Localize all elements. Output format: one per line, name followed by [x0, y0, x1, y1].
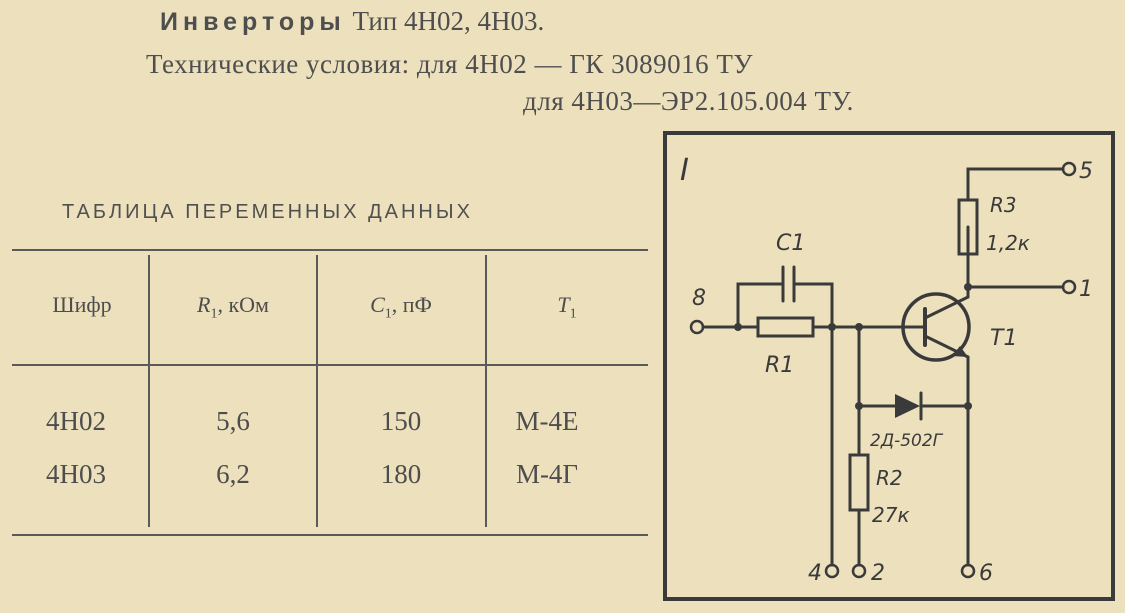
- junction-dot: [828, 323, 836, 331]
- pin-5-terminal: [1061, 161, 1077, 177]
- pin-2-terminal: [851, 563, 867, 579]
- resistor-r1: [756, 316, 815, 338]
- spec-line-4h02: Технические условия: для 4Н02 — ГК 30890…: [146, 49, 753, 79]
- document-title: Инверторы Тип 4Н02, 4Н03.: [160, 6, 544, 37]
- label-pin-2: 2: [871, 561, 885, 586]
- cell-r1: 6,2: [216, 459, 250, 489]
- column-header-t1: T1: [557, 292, 577, 322]
- pin-1-terminal: [1061, 279, 1077, 295]
- junction-dot: [855, 323, 863, 331]
- table-bottom-rule: [12, 534, 648, 536]
- label-pin-6: 6: [979, 561, 993, 586]
- cell-cipher: 4Н02: [46, 406, 106, 436]
- cell-t1: М-4Е: [515, 406, 579, 436]
- cell-t1: М-4Г: [515, 459, 579, 489]
- spec-line-4h03: для 4Н03—ЭР2.105.004 ТУ.: [523, 86, 854, 116]
- label-pin-1: 1: [1079, 277, 1093, 302]
- label-r2-value: 27к: [872, 503, 910, 527]
- table-divider: [316, 255, 318, 527]
- cell-c1: 180: [380, 459, 422, 489]
- column-header-cipher: Шифр: [52, 292, 112, 317]
- label-r1: R1: [765, 353, 794, 378]
- frame-label: I: [680, 153, 689, 188]
- label-pin-8: 8: [692, 286, 706, 311]
- label-pin-4: 4: [808, 561, 822, 586]
- table-header-rule: [12, 364, 648, 366]
- label-r2: R2: [876, 466, 903, 490]
- table-top-rule: [12, 249, 648, 251]
- pin-6-terminal: [960, 563, 976, 579]
- resistor-r2: [848, 453, 870, 512]
- junction-dot: [734, 323, 742, 331]
- diode-2d502g: [895, 394, 920, 418]
- junction-dot: [964, 283, 972, 291]
- title-type: Тип 4Н02, 4Н03.: [352, 6, 545, 36]
- junction-dot: [855, 402, 863, 410]
- emitter-arrow-icon: [952, 346, 968, 357]
- label-t1: T1: [990, 326, 1017, 351]
- junction-dot: [964, 402, 972, 410]
- table-title: ТАБЛИЦА ПЕРЕМЕННЫХ ДАННЫХ: [62, 201, 473, 223]
- title-bold: Инверторы: [160, 8, 346, 36]
- table-divider: [485, 255, 487, 527]
- label-diode: 2Д-502Г: [870, 431, 944, 451]
- table-divider: [148, 255, 150, 527]
- pin-8-terminal: [689, 319, 705, 335]
- column-header-r1: R1, кОм: [197, 292, 269, 322]
- schematic-frame: [663, 131, 1115, 601]
- cell-cipher: 4Н03: [46, 459, 106, 489]
- pin-4-terminal: [824, 563, 840, 579]
- label-r3: R3: [990, 193, 1017, 217]
- label-r3-value: 1,2к: [986, 231, 1030, 255]
- label-pin-5: 5: [1079, 159, 1093, 184]
- cell-r1: 5,6: [216, 406, 250, 436]
- column-header-c1: C1, пФ: [370, 292, 432, 322]
- label-c1: C1: [776, 231, 805, 256]
- cell-c1: 150: [380, 406, 422, 436]
